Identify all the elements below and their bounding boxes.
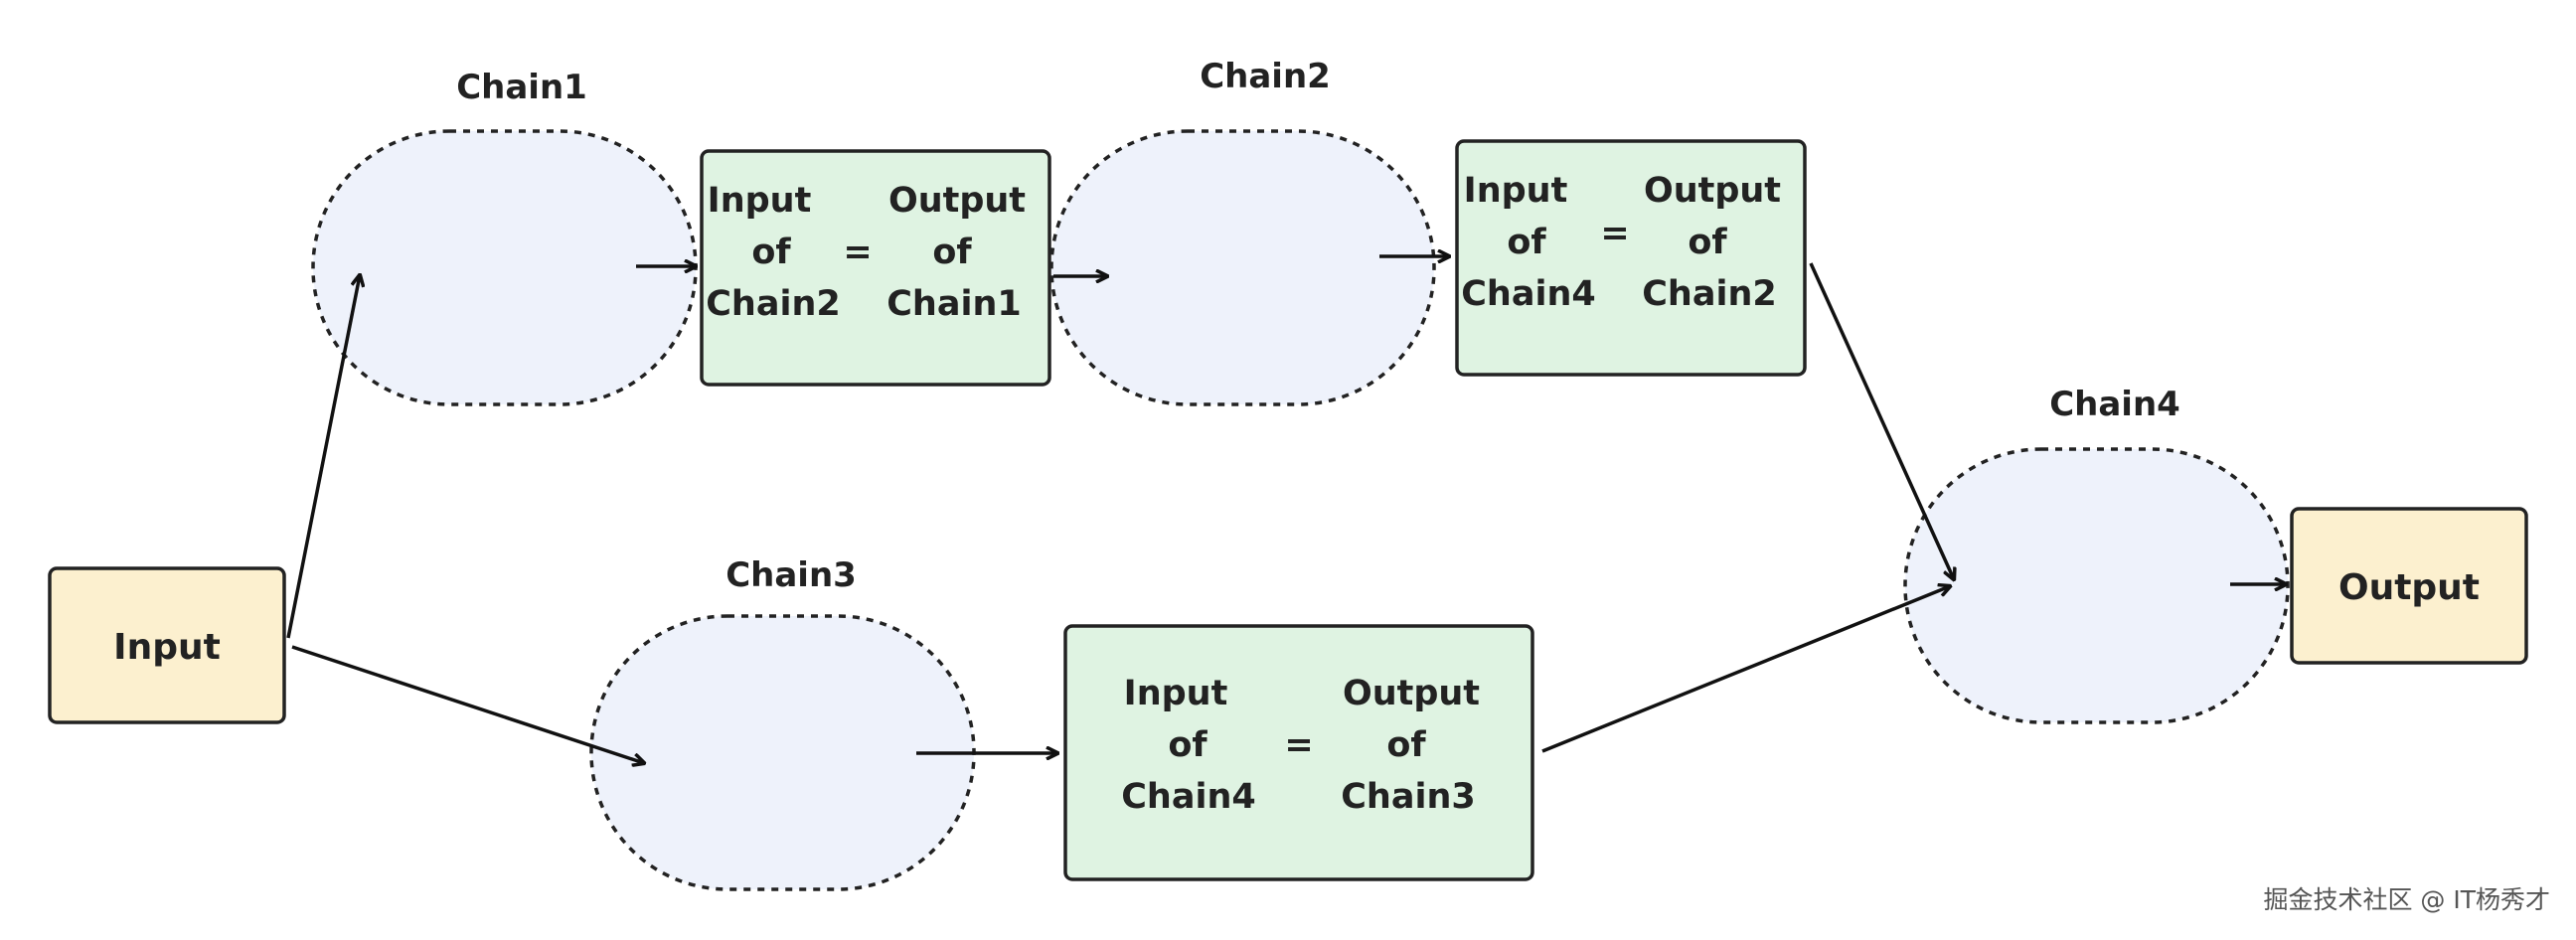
equation-box-2: Input of Chain4 = Output of Chain2: [1455, 139, 1807, 377]
eq3-left-line-1: Input: [1124, 674, 1228, 713]
arrow-equation-3-to-chain4: [1541, 586, 1950, 753]
eq1-right-line-2: of: [932, 233, 972, 272]
chain4-blob: [1903, 447, 2290, 724]
chain2-blob: [1049, 129, 1436, 406]
eq2-right-line-1: Output: [1644, 171, 1781, 211]
watermark: 掘金技术社区 @ IT杨秀才: [2263, 885, 2550, 914]
arrow-input-to-chain1: [286, 275, 360, 639]
equation-box-3: Input of Chain4 = Output of Chain3: [1063, 624, 1534, 881]
eq3-left-line-2: of: [1168, 725, 1208, 765]
input-node: Input: [48, 566, 286, 724]
chain1-label: Chain1: [456, 68, 587, 107]
chain3-label: Chain3: [725, 555, 857, 595]
eq2-right-line-2: of: [1688, 223, 1727, 262]
eq2-left-line-1: Input: [1464, 171, 1568, 211]
eq2-operator: =: [1600, 214, 1629, 253]
eq1-left-line-2: of: [751, 233, 791, 272]
input-node-label: Input: [113, 627, 221, 668]
arrow-equation-2-to-chain4: [1809, 262, 1954, 579]
eq2-left-line-3: Chain4: [1461, 274, 1596, 314]
eq3-operator: =: [1284, 725, 1313, 765]
eq2-right-line-3: Chain2: [1642, 274, 1777, 314]
equation-box-1: Input of Chain2 = Output of Chain1: [700, 149, 1051, 387]
chain4-label: Chain4: [2049, 385, 2180, 424]
eq3-right-line-1: Output: [1343, 674, 1480, 713]
arrow-input-to-chain3: [291, 645, 644, 763]
chain2-label: Chain2: [1200, 57, 1331, 96]
eq1-left-line-3: Chain2: [706, 284, 841, 324]
eq1-operator: =: [843, 233, 872, 272]
eq1-left-line-1: Input: [708, 181, 812, 221]
eq2-left-line-2: of: [1507, 223, 1546, 262]
output-node: Output: [2290, 507, 2528, 665]
eq1-right-line-3: Chain1: [886, 284, 1022, 324]
eq1-right-line-1: Output: [888, 181, 1026, 221]
eq3-right-line-2: of: [1386, 725, 1426, 765]
eq3-right-line-3: Chain3: [1341, 777, 1476, 817]
eq3-left-line-3: Chain4: [1121, 777, 1256, 817]
output-node-label: Output: [2338, 567, 2480, 608]
